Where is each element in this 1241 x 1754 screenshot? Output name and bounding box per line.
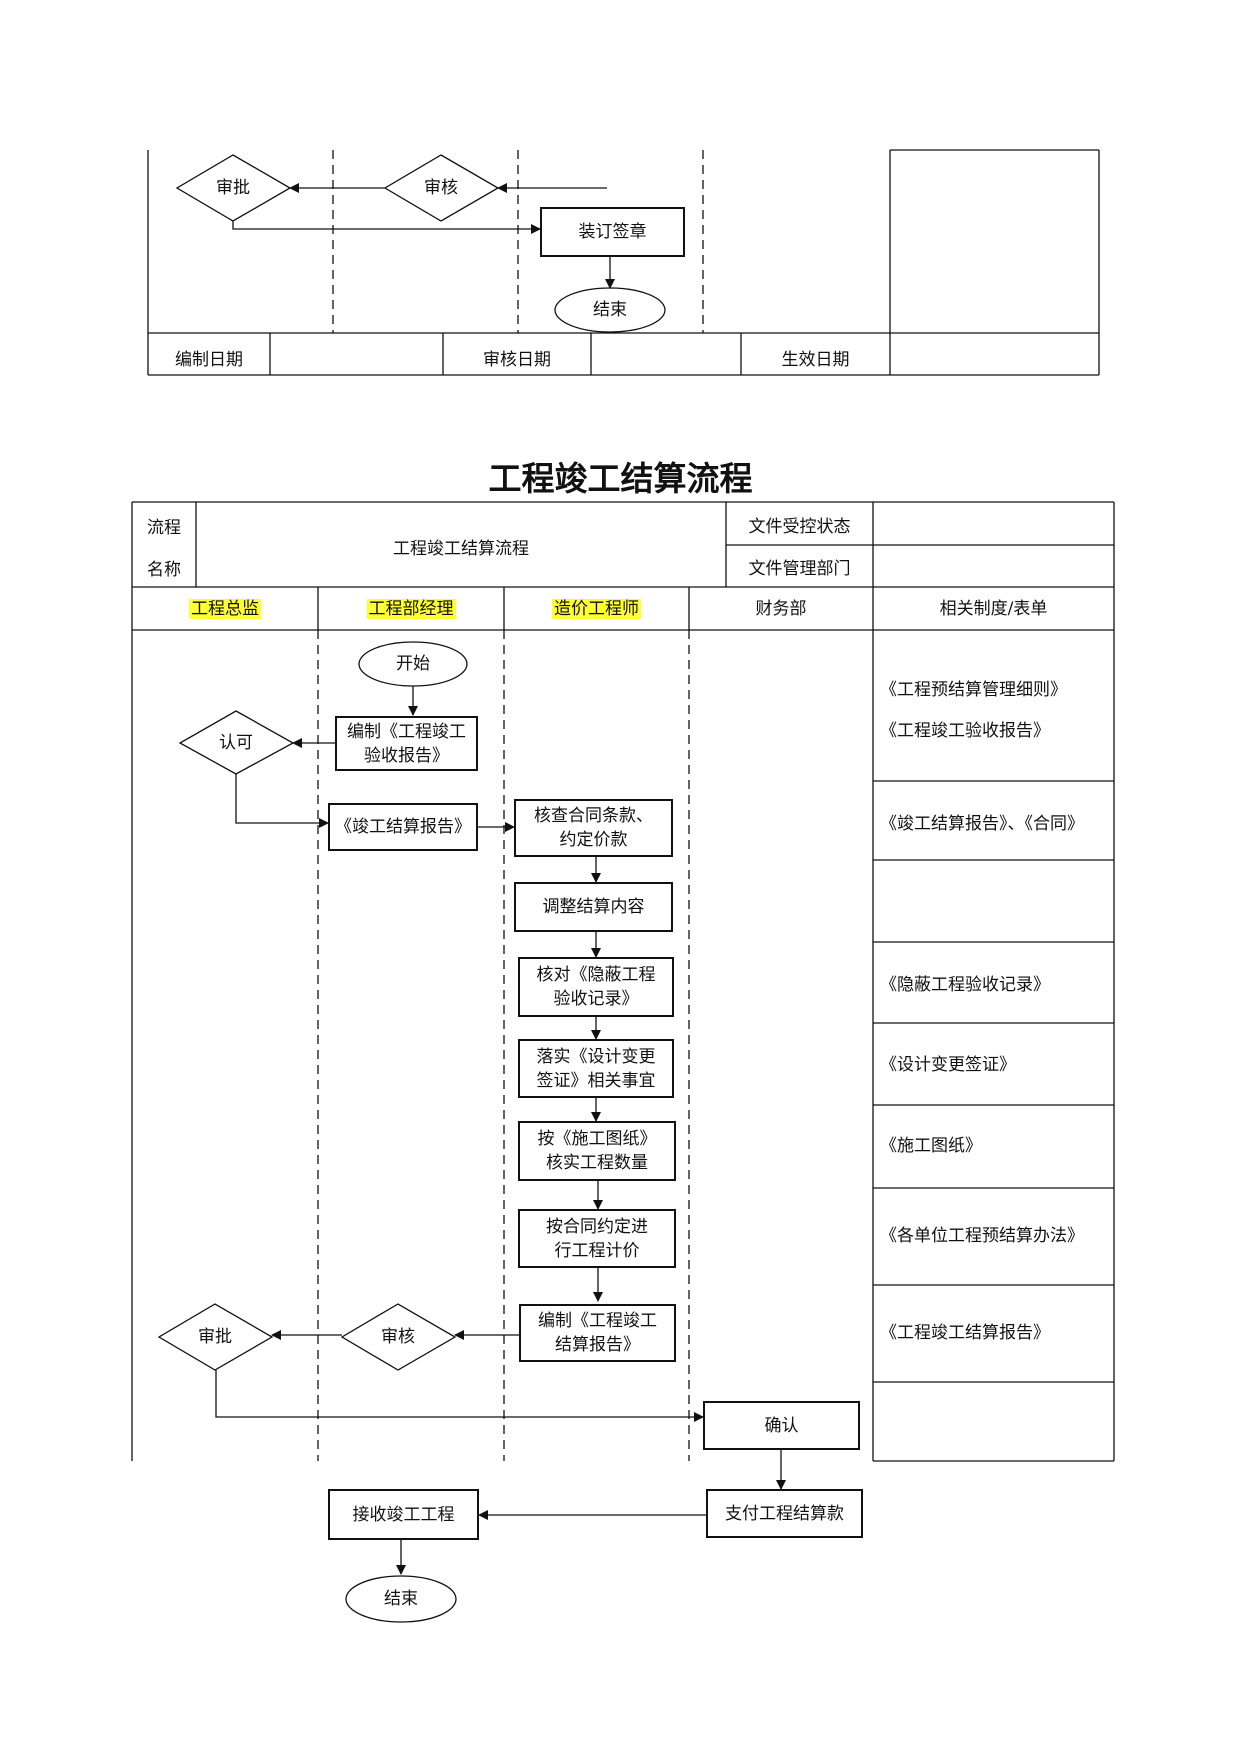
settlement-report-label: 《竣工结算报告》 (335, 817, 471, 837)
lane-manager: 工程部经理 (318, 597, 504, 621)
drawings-line-1: 按《施工图纸》 (537, 1129, 657, 1149)
verify-hidden-works-box: 核对《隐蔽工程 验收记录》 (518, 957, 674, 1017)
check-contract-line-2: 约定价款 (559, 830, 628, 850)
confirm-label: 确认 (764, 1415, 799, 1436)
top-end-label: 结束 (593, 300, 627, 320)
adjust-settlement-box: 调整结算内容 (514, 882, 673, 932)
lane-finance: 财务部 (755, 599, 807, 619)
form-item: 《工程预结算管理细则》 (880, 680, 1067, 700)
compile-date-label: 编制日期 (175, 350, 243, 370)
pricing-line-1: 按合同约定进 (546, 1216, 648, 1237)
design-change-box: 落实《设计变更 签证》相关事宜 (518, 1039, 674, 1098)
lane-manager-label: 工程部经理 (366, 599, 456, 619)
lane-director: 工程总监 (132, 597, 318, 621)
review-label: 审核 (381, 1327, 415, 1347)
form-item: 《工程竣工结算报告》 (880, 1323, 1050, 1343)
lane-cost-engineer-label: 造价工程师 (552, 599, 641, 619)
lane-director-label: 工程总监 (189, 599, 261, 619)
review-diamond (340, 1303, 457, 1371)
approve-diamond (157, 1303, 274, 1371)
top-approve-label: 审批 (216, 178, 250, 198)
effective-date-label: 生效日期 (781, 350, 850, 370)
process-label-1: 流程 (147, 518, 181, 538)
top-bind-seal-label: 装订签章 (578, 222, 647, 242)
compile-acceptance-report-box: 编制《工程竣工 验收报告》 (335, 716, 478, 771)
design-change-line-2: 签证》相关事宜 (536, 1070, 656, 1091)
form-item: 《施工图纸》 (880, 1136, 982, 1156)
recognize-label: 认可 (219, 733, 253, 753)
approve-label: 审批 (198, 1327, 232, 1347)
receive-project-box: 接收竣工工程 (328, 1489, 479, 1540)
adjust-settlement-label: 调整结算内容 (542, 897, 645, 917)
end-label: 结束 (384, 1589, 418, 1609)
check-contract-line-1: 核查合同条款、 (534, 806, 653, 826)
process-label-2: 名称 (147, 560, 181, 580)
verify-hidden-line-2: 验收记录》 (553, 989, 639, 1009)
confirm-box: 确认 (703, 1401, 860, 1450)
process-name: 工程竣工结算流程 (393, 539, 529, 559)
compile-report-line-2: 验收报告》 (364, 745, 449, 766)
compile-report-line-1: 编制《工程竣工 (347, 721, 466, 742)
doc-dept-label: 文件管理部门 (748, 559, 851, 579)
page-title: 工程竣工结算流程 (488, 459, 753, 498)
drawings-quantity-box: 按《施工图纸》 核实工程数量 (518, 1121, 676, 1181)
drawings-line-2: 核实工程数量 (546, 1153, 648, 1173)
verify-hidden-line-1: 核对《隐蔽工程 (536, 965, 656, 985)
receive-project-label: 接收竣工工程 (352, 1504, 455, 1525)
pay-settlement-label: 支付工程结算款 (725, 1503, 844, 1524)
design-change-line-1: 落实《设计变更 (536, 1046, 656, 1067)
form-item: 《工程竣工验收报告》 (880, 721, 1050, 741)
form-item: 《隐蔽工程验收记录》 (880, 975, 1050, 995)
form-item: 《设计变更签证》 (880, 1055, 1016, 1075)
start-label: 开始 (396, 654, 430, 674)
end-ellipse (345, 1575, 457, 1623)
compile-settle-line-1: 编制《工程竣工 (538, 1311, 657, 1331)
top-review-diamond (383, 154, 500, 222)
lane-forms: 相关制度/表单 (939, 599, 1048, 619)
compile-settlement-report-box: 编制《工程竣工 结算报告》 (519, 1304, 676, 1362)
form-item: 《竣工结算报告》、《合同》 (880, 814, 1084, 834)
compile-settle-line-2: 结算报告》 (555, 1335, 640, 1355)
form-item: 《各单位工程预结算办法》 (880, 1226, 1084, 1246)
pay-settlement-box: 支付工程结算款 (706, 1489, 863, 1538)
check-contract-box: 核查合同条款、 约定价款 (514, 799, 673, 857)
doc-control-label: 文件受控状态 (748, 517, 851, 537)
contract-pricing-box: 按合同约定进 行工程计价 (518, 1209, 676, 1268)
settlement-report-box: 《竣工结算报告》 (328, 803, 478, 851)
lane-cost-engineer: 造价工程师 (504, 597, 689, 621)
pricing-line-2: 行工程计价 (554, 1240, 640, 1261)
top-bind-seal-box: 装订签章 (540, 207, 685, 257)
top-review-label: 审核 (424, 178, 458, 198)
review-date-label: 审核日期 (483, 350, 551, 370)
